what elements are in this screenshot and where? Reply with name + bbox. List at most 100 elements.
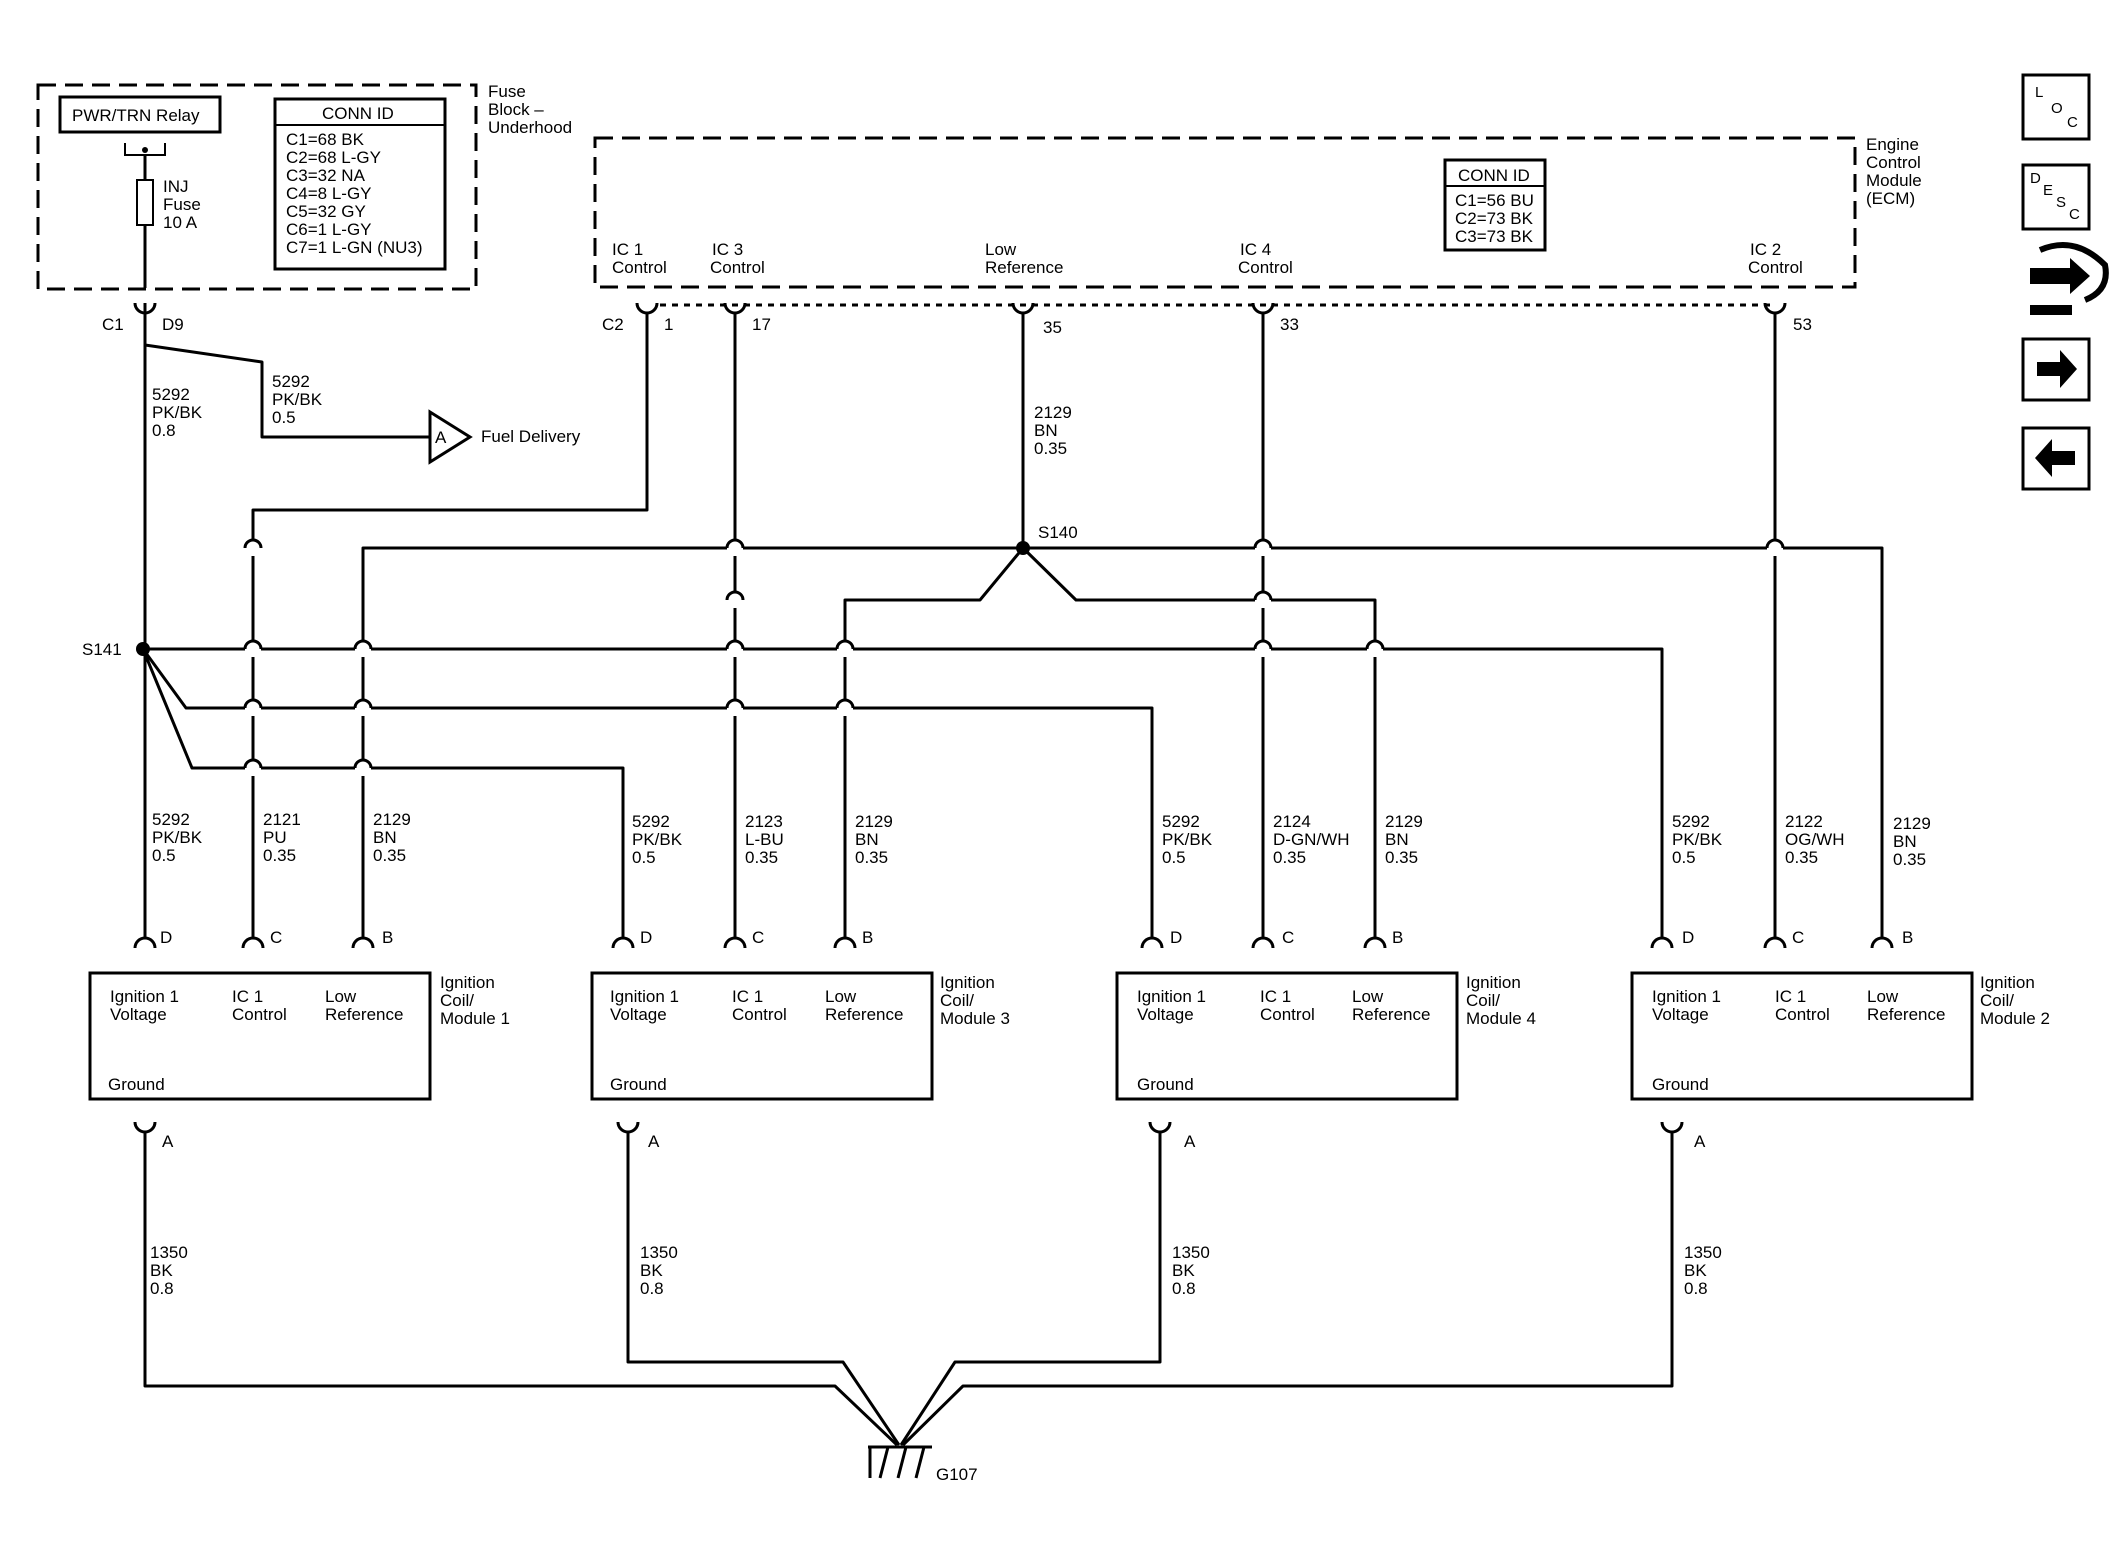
m4-pin-b: B <box>1392 928 1403 947</box>
desc-letter-c: C <box>2069 206 2080 223</box>
fuse-connector-pin: D9 <box>162 315 184 334</box>
m4-label-d-2: Voltage <box>1137 1005 1194 1024</box>
m2-label-b-1: Low <box>1867 987 1899 1006</box>
relay-label: PWR/TRN Relay <box>72 106 200 125</box>
ecm-term-lowref-1: Low <box>985 240 1017 259</box>
m1-wire-b-size: 0.35 <box>373 846 406 865</box>
m1-wire-c-circuit: 2121 <box>263 810 301 829</box>
m4-name-1: Ignition <box>1466 973 1521 992</box>
desc-button[interactable]: D E S C <box>2021 163 2091 231</box>
m4-label-c-2: Control <box>1260 1005 1315 1024</box>
fuse-block: Fuse Block – Underhood PWR/TRN Relay INJ… <box>36 82 572 291</box>
ecm-pin-53: 53 <box>1793 315 1812 334</box>
m3-wire-d-size: 0.5 <box>632 848 656 867</box>
m3-pin-a: A <box>648 1132 660 1151</box>
ecm-pin-17: 17 <box>752 315 771 334</box>
lowref-wire-size: 0.35 <box>1034 439 1067 458</box>
m1-pin-c: C <box>270 928 282 947</box>
m4-ground-wire-color: BK <box>1172 1261 1195 1280</box>
m3-wire-b-size: 0.35 <box>855 848 888 867</box>
m4-ground-wire-circuit: 1350 <box>1172 1243 1210 1262</box>
m4-wire-d-size: 0.5 <box>1162 848 1186 867</box>
m3-name-2: Coil/ <box>940 991 974 1010</box>
m2-wire-c-size: 0.35 <box>1785 848 1818 867</box>
m4-wire-c-size: 0.35 <box>1273 848 1306 867</box>
m4-ground-wire-size: 0.8 <box>1172 1279 1196 1298</box>
m4-wire-b-color: BN <box>1385 830 1409 849</box>
prev-button[interactable] <box>2021 426 2091 491</box>
fuel-wire-circuit: 5292 <box>272 372 310 391</box>
fuse-label-2: Fuse <box>163 195 201 214</box>
lowref-wire-color: BN <box>1034 421 1058 440</box>
m4-wire-b-size: 0.35 <box>1385 848 1418 867</box>
m1-wire-d-circuit: 5292 <box>152 810 190 829</box>
arrow-right-icon <box>2037 350 2077 388</box>
fuel-wire-size: 0.5 <box>272 408 296 427</box>
fuse-conn-id-7: C7=1 L-GN (NU3) <box>286 238 423 257</box>
ecm-title-3: Module <box>1866 171 1922 190</box>
m3-pin-b: B <box>862 928 873 947</box>
m1-pin-a: A <box>162 1132 174 1151</box>
m3-label-c-2: Control <box>732 1005 787 1024</box>
m2-wire-b-size: 0.35 <box>1893 850 1926 869</box>
fuel-wire-color: PK/BK <box>272 390 323 409</box>
arrow-left-icon <box>2035 439 2075 477</box>
m1-wire-c-size: 0.35 <box>263 846 296 865</box>
ignition-module-1: 5292 PK/BK 0.5 2121 PU 0.35 2129 BN 0.35… <box>88 810 510 1298</box>
m4-wire-c-circuit: 2124 <box>1273 812 1311 831</box>
m1-name-3: Module 1 <box>440 1009 510 1028</box>
loc-button[interactable]: L O C <box>2021 73 2091 141</box>
fuel-delivery-ref-icon <box>428 409 473 465</box>
ecm-connector-id: C2 <box>602 315 624 334</box>
m1-label-b-1: Low <box>325 987 357 1006</box>
m2-wire-d-color: PK/BK <box>1672 830 1723 849</box>
m1-pin-b: B <box>382 928 393 947</box>
ecm: Engine Control Module (ECM) CONN ID C1=5… <box>593 135 1922 289</box>
ecm-term-ic1-1: IC 1 <box>612 240 643 259</box>
m2-ground-label: Ground <box>1652 1075 1709 1094</box>
splice-s140-label: S140 <box>1038 523 1078 542</box>
wire-crossovers <box>243 538 1785 776</box>
fuse-block-title-3: Underhood <box>488 118 572 137</box>
ecm-term-ic4-2: Control <box>1238 258 1293 277</box>
fuse-conn-id-title: CONN ID <box>322 104 394 123</box>
m2-label-d-1: Ignition 1 <box>1652 987 1721 1006</box>
ecm-title-4: (ECM) <box>1866 189 1915 208</box>
m1-ground-label: Ground <box>108 1075 165 1094</box>
m1-pin-d: D <box>160 928 172 947</box>
ignition-module-2: 5292 PK/BK 0.5 2122 OG/WH 0.35 2129 BN 0… <box>1630 812 2050 1298</box>
m1-wire-b-circuit: 2129 <box>373 810 411 829</box>
m2-pin-a: A <box>1694 1132 1706 1151</box>
m4-label-b-1: Low <box>1352 987 1384 1006</box>
m2-pin-b: B <box>1902 928 1913 947</box>
m4-wire-b-circuit: 2129 <box>1385 812 1423 831</box>
m3-label-d-1: Ignition 1 <box>610 987 679 1006</box>
m4-wire-c-color: D-GN/WH <box>1273 830 1349 849</box>
m3-label-d-2: Voltage <box>610 1005 667 1024</box>
fuse-conn-id-5: C5=32 GY <box>286 202 366 221</box>
m3-ground-wire-color: BK <box>640 1261 663 1280</box>
ecm-conn-id-3: C3=73 BK <box>1455 227 1534 246</box>
m4-pin-c: C <box>1282 928 1294 947</box>
m1-wire-d-size: 0.5 <box>152 846 176 865</box>
m4-label-c-1: IC 1 <box>1260 987 1291 1006</box>
m3-wire-c-size: 0.35 <box>745 848 778 867</box>
m4-pin-d: D <box>1170 928 1182 947</box>
fuse-block-title-2: Block – <box>488 100 544 119</box>
next-button[interactable] <box>2021 337 2091 402</box>
fuse-label-3: 10 A <box>163 213 198 232</box>
m2-ground-wire-circuit: 1350 <box>1684 1243 1722 1262</box>
m2-wire-c-circuit: 2122 <box>1785 812 1823 831</box>
loc-letter-l: L <box>2035 84 2043 101</box>
feed-wire-circuit: 5292 <box>152 385 190 404</box>
m2-wire-b-color: BN <box>1893 832 1917 851</box>
desc-letter-d: D <box>2030 170 2041 187</box>
connector-swap-button[interactable] <box>2030 242 2109 315</box>
m2-name-1: Ignition <box>1980 973 2035 992</box>
m1-name-1: Ignition <box>440 973 495 992</box>
loc-letter-c: C <box>2067 114 2078 131</box>
m4-label-b-2: Reference <box>1352 1005 1430 1024</box>
desc-letter-s: S <box>2056 194 2066 211</box>
m2-wire-b-circuit: 2129 <box>1893 814 1931 833</box>
m3-wire-c-circuit: 2123 <box>745 812 783 831</box>
